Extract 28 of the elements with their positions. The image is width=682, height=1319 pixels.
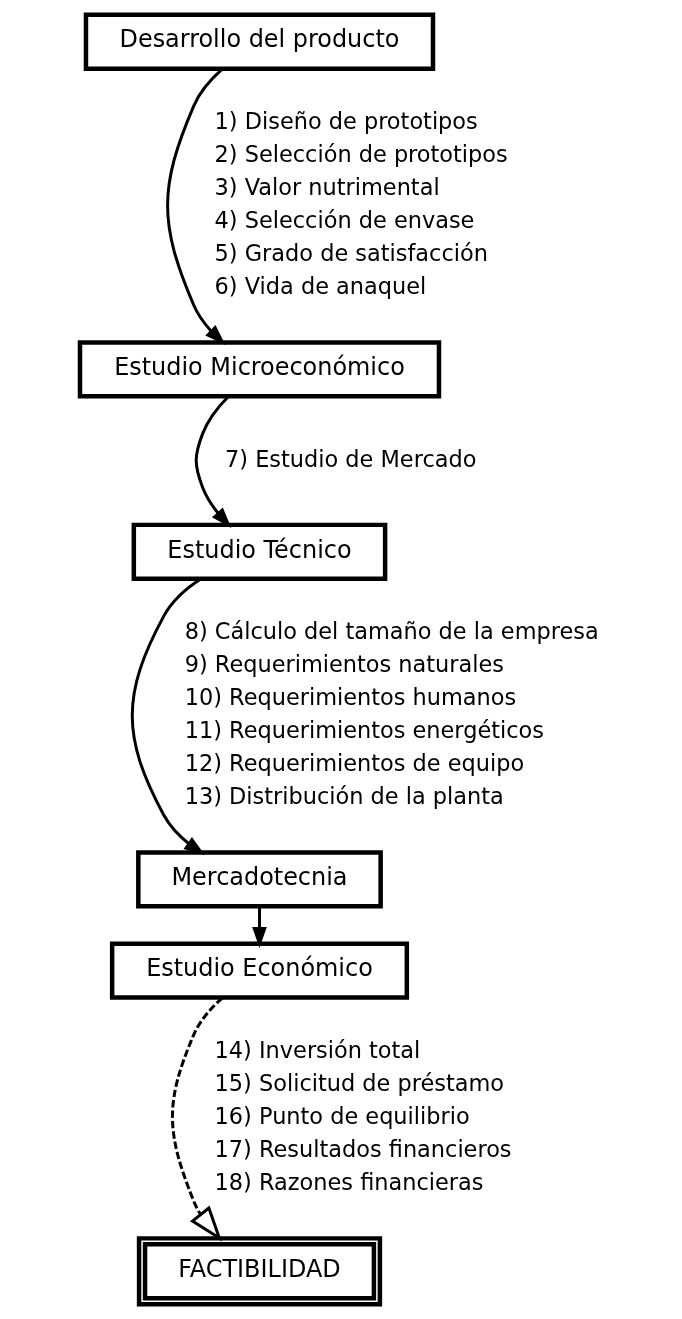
label: 6) Vida de anaquel <box>214 272 427 299</box>
label: 3) Valor nutrimental <box>214 174 440 201</box>
label: 1) Diseño de prototipos <box>214 108 478 135</box>
label: 15) Solicitud de préstamo <box>214 1070 505 1097</box>
label: 8) Cálculo del tamaño de la empresa <box>184 618 599 645</box>
node-box: Estudio Microeconómico <box>77 340 442 399</box>
label: 13) Distribución de la planta <box>184 782 504 809</box>
arrow <box>252 906 267 948</box>
label: 11) Requerimientos energéticos <box>184 717 544 744</box>
node-box: Desarrollo del producto <box>83 12 436 71</box>
node-box: Estudio Técnico <box>131 522 388 581</box>
label: 7) Estudio de Mercado <box>225 445 477 472</box>
label: 12) Requerimientos de equipo <box>184 749 525 776</box>
arrow <box>166 68 226 345</box>
node-box: Estudio Económico <box>109 941 410 1000</box>
label: 9) Requerimientos naturales <box>184 651 504 678</box>
node-box: FACTIBILIDAD <box>136 1236 383 1307</box>
label: 2) Selección de prototipos <box>214 141 508 168</box>
arrow <box>194 395 232 529</box>
label: 18) Razones financieras <box>214 1168 484 1195</box>
label: 14) Inversión total <box>214 1037 421 1064</box>
label: 16) Punto de equilibrio <box>214 1102 470 1129</box>
label: 10) Requerimientos humanos <box>184 684 517 711</box>
label: 17) Resultados financieros <box>214 1135 512 1162</box>
label: 5) Grado de satisfacción <box>214 239 488 266</box>
arrow <box>171 997 224 1242</box>
node-box: Mercadotecnia <box>136 850 383 909</box>
label: 4) Selección de envase <box>214 206 475 233</box>
